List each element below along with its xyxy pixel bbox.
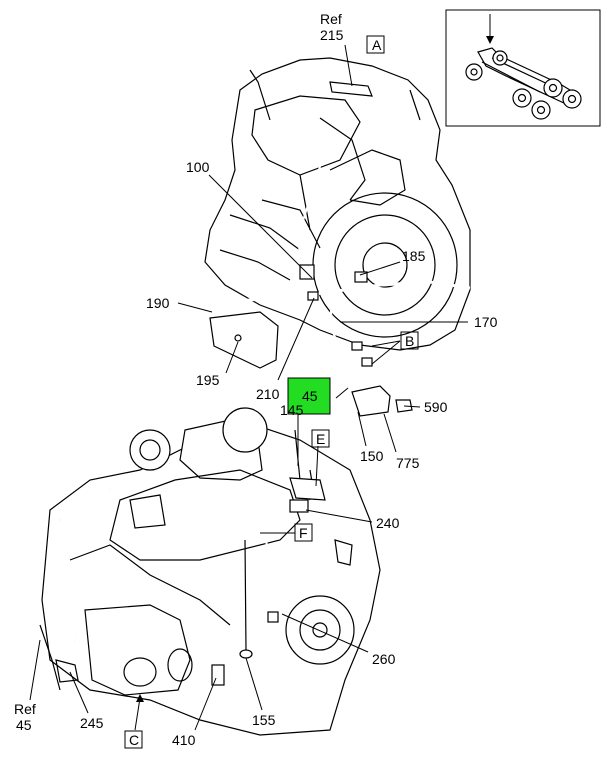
callout-245: 245 bbox=[80, 715, 104, 731]
box-c-label: C bbox=[129, 732, 139, 748]
ref-215-ref-label: Ref bbox=[320, 11, 342, 27]
box-b bbox=[400, 331, 419, 350]
callout-410: 410 bbox=[172, 732, 196, 748]
callout-170: 170 bbox=[474, 314, 498, 330]
callout-185: 185 bbox=[402, 248, 426, 264]
vehicle-inset bbox=[445, 9, 601, 127]
box-a-label: A bbox=[372, 37, 382, 53]
callout-775: 775 bbox=[396, 455, 420, 471]
ref-45-num-label: 45 bbox=[16, 717, 32, 733]
callout-260: 260 bbox=[372, 651, 396, 667]
box-e-label: E bbox=[316, 431, 325, 447]
box-e bbox=[311, 429, 330, 448]
callout-100: 100 bbox=[186, 159, 210, 175]
ref-215-num-label: 215 bbox=[320, 27, 344, 43]
callout-labels: Ref 215 A 100 185 190 170 B 195 210 45 1… bbox=[14, 11, 498, 748]
callout-210: 210 bbox=[256, 386, 280, 402]
callout-145: 145 bbox=[280, 402, 304, 418]
leader-lines bbox=[29, 44, 468, 731]
callout-190: 190 bbox=[146, 295, 170, 311]
upper-engine-assembly bbox=[204, 57, 471, 417]
callout-45: 45 bbox=[302, 388, 318, 404]
callout-150: 150 bbox=[360, 448, 384, 464]
box-a bbox=[366, 35, 385, 54]
callout-155: 155 bbox=[252, 712, 276, 728]
callout-195: 195 bbox=[196, 372, 220, 388]
box-f-label: F bbox=[299, 525, 308, 541]
box-b-label: B bbox=[405, 333, 414, 349]
lower-engine-assembly bbox=[39, 407, 381, 736]
box-c bbox=[124, 730, 143, 749]
box-f bbox=[294, 523, 313, 542]
callout-240: 240 bbox=[376, 515, 400, 531]
letter-boxes bbox=[124, 35, 419, 749]
ref-45-ref-label: Ref bbox=[14, 701, 36, 717]
callout-590: 590 bbox=[424, 399, 448, 415]
highlight-45-box bbox=[287, 377, 331, 415]
